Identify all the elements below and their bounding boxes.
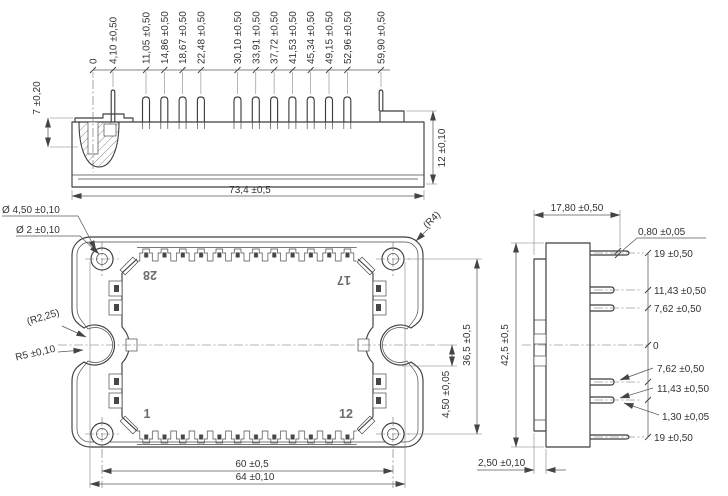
top-view: 28 17 1 12 Ø 4,50 ±0,10 Ø 2 ±0,10 (R2,25…: [2, 205, 482, 488]
corner-pin-top-right: [356, 256, 376, 276]
boss-pocket-1: [533, 333, 547, 345]
screw-hole-slot: [87, 121, 99, 155]
dim-pin-x-7: 33,91 ±0,50: [251, 11, 262, 64]
dim-zero-reference: 0: [653, 341, 659, 352]
baseplate-lines: [72, 174, 424, 180]
side-view: 17,80 ±0,50 0,80 ±0,05 19 ±0,50 11,43 ±0…: [477, 203, 710, 474]
right-pin-tab: [379, 110, 405, 122]
dim-notch-offset: 4,50 ±0,05: [441, 370, 452, 418]
dim-lead-thickness: 0,80 ±0,05: [638, 227, 686, 238]
dim-pin-x-3: 14,86 ±0,50: [160, 11, 171, 64]
height-ext: [511, 242, 544, 448]
hole-pitch-v-ext: [406, 258, 482, 435]
depth-ext: [533, 210, 621, 255]
pin-number-12: 12: [339, 407, 353, 421]
boss-pocket-2: [533, 355, 547, 367]
dim-pin-x-0: 0: [89, 58, 100, 64]
dim-pin-offset-5: 11,43 ±0,50: [657, 384, 709, 395]
dim-pin-offset-1: 11,43 ±0,50: [654, 286, 706, 297]
leader-hole-inner: [16, 235, 100, 255]
dim-pin-x-5: 22,48 ±0,50: [196, 11, 207, 64]
overall-width-ext: [71, 190, 425, 200]
baseplate-ext: [533, 433, 547, 474]
dim-pin-offset-2: 7,62 ±0,50: [654, 304, 702, 315]
tall-corner-pins: [110, 89, 384, 122]
housing-outer-outline: [71, 236, 424, 448]
pin-centerlines: [522, 252, 650, 438]
corner-pin-bottom-right: [356, 415, 376, 435]
dim-pin-x-12: 52,96 ±0,50: [343, 11, 354, 64]
leader-r225: [61, 325, 87, 338]
dim-pin-x-8: 37,72 ±0,50: [270, 11, 281, 64]
callout-r5: R5 ±0,10: [14, 344, 56, 364]
body-height-ext: [406, 110, 437, 185]
baseplate-steps: [534, 319, 546, 421]
dim-pin-x-11: 49,15 ±0,50: [325, 11, 336, 64]
side-pins-left: [108, 280, 123, 409]
leader-r4: [415, 228, 429, 242]
leader-offset-5: [619, 387, 654, 399]
pin-number-17: 17: [337, 273, 351, 287]
leader-offset-4: [619, 367, 654, 381]
lead-thickness-ticks: [614, 247, 622, 259]
callout-r225: (R2,25): [26, 307, 61, 327]
left-flange-profile: [74, 113, 134, 122]
dim-hole-pitch-h: 60 ±0,5: [235, 459, 269, 470]
pin-row-top: [137, 246, 357, 262]
dim-pin-diameter: 1,30 ±0,05: [662, 412, 710, 423]
boss-step-detail: [103, 123, 117, 137]
leader-r5: [57, 347, 84, 354]
callout-hole-outer: Ø 4,50 ±0,10: [2, 205, 60, 216]
dim-baseplate: 2,50 ±0,10: [478, 458, 526, 469]
callout-hole-inner: Ø 2 ±0,10: [16, 225, 60, 236]
dim-overall-width: 73,4 ±0,5: [229, 185, 271, 196]
ordinate-ticks: [644, 249, 652, 441]
front-view: 0 4,10 ±0,50 11,05 ±0,50 14,86 ±0,50 18,…: [32, 11, 448, 200]
pin-x-ext-lines: [92, 72, 382, 94]
pin-x-dim-ticks: [89, 66, 385, 74]
pin-height-ext: [50, 117, 78, 148]
pin-number-28: 28: [143, 268, 157, 282]
dim-pin-x-9: 41,53 ±0,50: [288, 11, 299, 64]
lead-thickness-leader: [621, 237, 706, 252]
dim-pin-height: 7 ±0,20: [32, 81, 43, 115]
pin-row-bottom: [137, 430, 357, 446]
corner-pin-bottom-left: [119, 415, 139, 435]
dim-pin-offset-0: 19 ±0,50: [654, 249, 693, 260]
inner-corner-chamfers: [121, 258, 374, 432]
side-pins-right: [372, 280, 387, 409]
callout-r4: (R4): [421, 209, 443, 231]
dim-outer-pin-span: 64 ±0,10: [236, 472, 275, 483]
pin-socket-lines: [142, 122, 352, 129]
dim-depth: 17,80 ±0,50: [551, 203, 604, 214]
leader-hole-outer: [2, 215, 97, 251]
dim-pin-offset-4: 7,62 ±0,50: [657, 364, 705, 375]
dim-pin-x-4: 18,67 ±0,50: [178, 11, 189, 64]
signal-pins: [141, 96, 352, 122]
pin-number-1: 1: [144, 407, 151, 421]
leader-pin-diameter: [623, 402, 660, 416]
module-body-outline: [71, 121, 425, 188]
dim-height: 42,5 ±0,5: [500, 324, 511, 366]
dim-pin-x-6: 30,10 ±0,50: [233, 11, 244, 64]
dim-pin-x-10: 45,34 ±0,50: [306, 11, 317, 64]
dim-pin-x-1: 4,10 ±0,50: [109, 16, 120, 64]
corner-pin-top-left: [119, 256, 139, 276]
outer-pin-span-ext: [89, 262, 406, 488]
dim-pin-x-13: 59,90 ±0,50: [377, 11, 388, 64]
dim-hole-pitch-v: 36,5 ±0,5: [462, 324, 473, 366]
dim-body-height: 12 ±0,10: [437, 128, 448, 167]
dim-pin-x-2: 11,05 ±0,50: [142, 12, 153, 64]
dim-pin-offset-7: 19 ±0,50: [654, 433, 693, 444]
